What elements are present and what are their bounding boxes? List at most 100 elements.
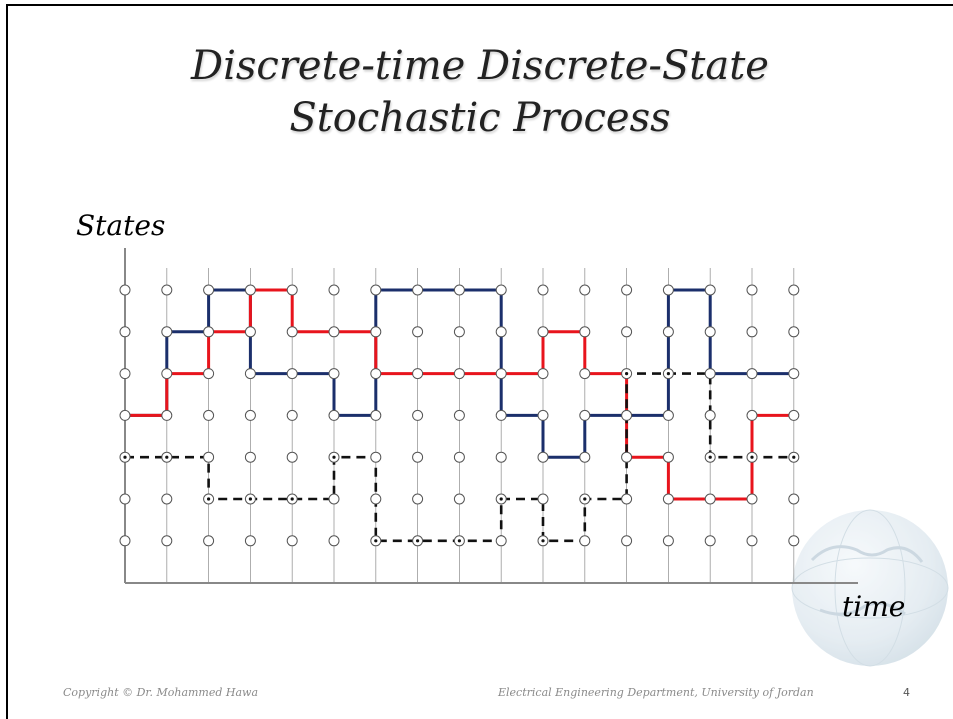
state-node-t4-s4 [244,409,256,421]
state-node-t2-s7 [161,284,173,296]
slide-frame-top [6,4,953,6]
state-node-t13-s1 [621,535,633,547]
state-node-t14-s6 [662,326,674,338]
state-node-t16-s4 [746,409,758,421]
dashed-path-point-3 [207,497,211,501]
state-node-t5-s5 [286,368,298,380]
state-node-t14-s7 [662,284,674,296]
state-node-t4-s1 [244,535,256,547]
dashed-path-point-15 [708,455,712,459]
globe-watermark-icon [791,509,949,667]
state-node-t8-s2 [412,493,424,505]
dashed-path-point-11 [541,539,545,543]
state-node-t15-s6 [704,326,716,338]
state-node-t10-s5 [495,368,507,380]
state-node-t5-s1 [286,535,298,547]
state-node-t7-s3 [370,451,382,463]
dashed-path-point-17 [792,455,796,459]
state-node-t3-s7 [203,284,215,296]
state-node-t2-s4 [161,409,173,421]
state-node-t17-s5 [788,368,800,380]
dashed-path-point-4 [248,497,252,501]
slide-title: Discrete-time Discrete-State Stochastic … [80,40,880,144]
state-node-t17-s7 [788,284,800,296]
state-node-t13-s7 [621,284,633,296]
state-node-t12-s4 [579,409,591,421]
state-node-t9-s3 [453,451,465,463]
state-node-t15-s5 [704,368,716,380]
state-node-t17-s4 [788,409,800,421]
state-node-t7-s6 [370,326,382,338]
page-number: 4 [903,686,910,699]
dashed-path-point-7 [374,539,378,543]
state-node-t14-s1 [662,535,674,547]
dashed-path-point-14 [666,372,671,376]
state-node-t5-s4 [286,409,298,421]
state-node-t5-s3 [286,451,298,463]
state-node-t4-s3 [244,451,256,463]
state-node-t17-s1 [788,535,800,547]
state-node-t6-s6 [328,326,340,338]
state-node-t10-s3 [495,451,507,463]
state-node-t4-s7 [244,284,256,296]
state-nodes [119,284,800,547]
state-node-t12-s3 [579,451,591,463]
state-node-t14-s3 [662,451,674,463]
dashed-path-point-2 [165,455,169,459]
state-node-t14-s4 [662,409,674,421]
state-node-t3-s1 [203,535,215,547]
slide-frame-left [6,4,8,719]
time-grid [124,268,795,582]
state-node-t13-s6 [621,326,633,338]
state-node-t8-s5 [412,368,424,380]
state-node-t15-s2 [704,493,716,505]
state-node-t3-s5 [203,368,215,380]
state-node-t16-s2 [746,493,758,505]
state-node-t1-s7 [119,284,131,296]
state-node-t8-s6 [412,326,424,338]
state-node-t1-s5 [119,368,131,380]
state-node-t16-s1 [746,535,758,547]
state-node-t3-s6 [203,326,215,338]
state-node-t6-s7 [328,284,340,296]
state-node-t9-s5 [453,368,465,380]
state-node-t7-s4 [370,409,382,421]
state-node-t10-s4 [495,409,507,421]
state-node-t9-s4 [453,409,465,421]
state-node-t6-s4 [328,409,340,421]
state-node-t7-s2 [370,493,382,505]
state-node-t9-s6 [453,326,465,338]
state-node-t13-s2 [621,493,633,505]
state-node-t11-s6 [537,326,549,338]
state-node-t13-s4 [621,409,633,421]
state-node-t11-s4 [537,409,549,421]
dashed-path-point-1 [123,455,127,459]
state-node-t12-s6 [579,326,591,338]
state-node-t4-s6 [244,326,256,338]
state-node-t17-s6 [788,326,800,338]
state-node-t10-s7 [495,284,507,296]
footer-department: Electrical Engineering Department, Unive… [498,686,814,699]
state-node-t11-s2 [537,493,549,505]
state-node-t8-s4 [412,409,424,421]
state-node-t12-s5 [579,368,591,380]
state-node-t5-s6 [286,326,298,338]
dashed-path-point-13 [625,372,629,376]
state-node-t17-s2 [788,493,800,505]
state-node-t9-s7 [453,284,465,296]
state-node-t11-s5 [537,368,549,380]
state-node-t11-s7 [537,284,549,296]
state-node-t5-s7 [286,284,298,296]
state-node-t2-s2 [161,493,173,505]
state-node-t14-s2 [662,493,674,505]
y-axis-label: States [76,209,166,242]
state-node-t10-s6 [495,326,507,338]
state-node-t10-s1 [495,535,507,547]
state-node-t8-s7 [412,284,424,296]
state-node-t3-s3 [203,451,215,463]
state-node-t15-s1 [704,535,716,547]
state-node-t1-s1 [119,535,131,547]
state-node-t3-s4 [203,409,215,421]
